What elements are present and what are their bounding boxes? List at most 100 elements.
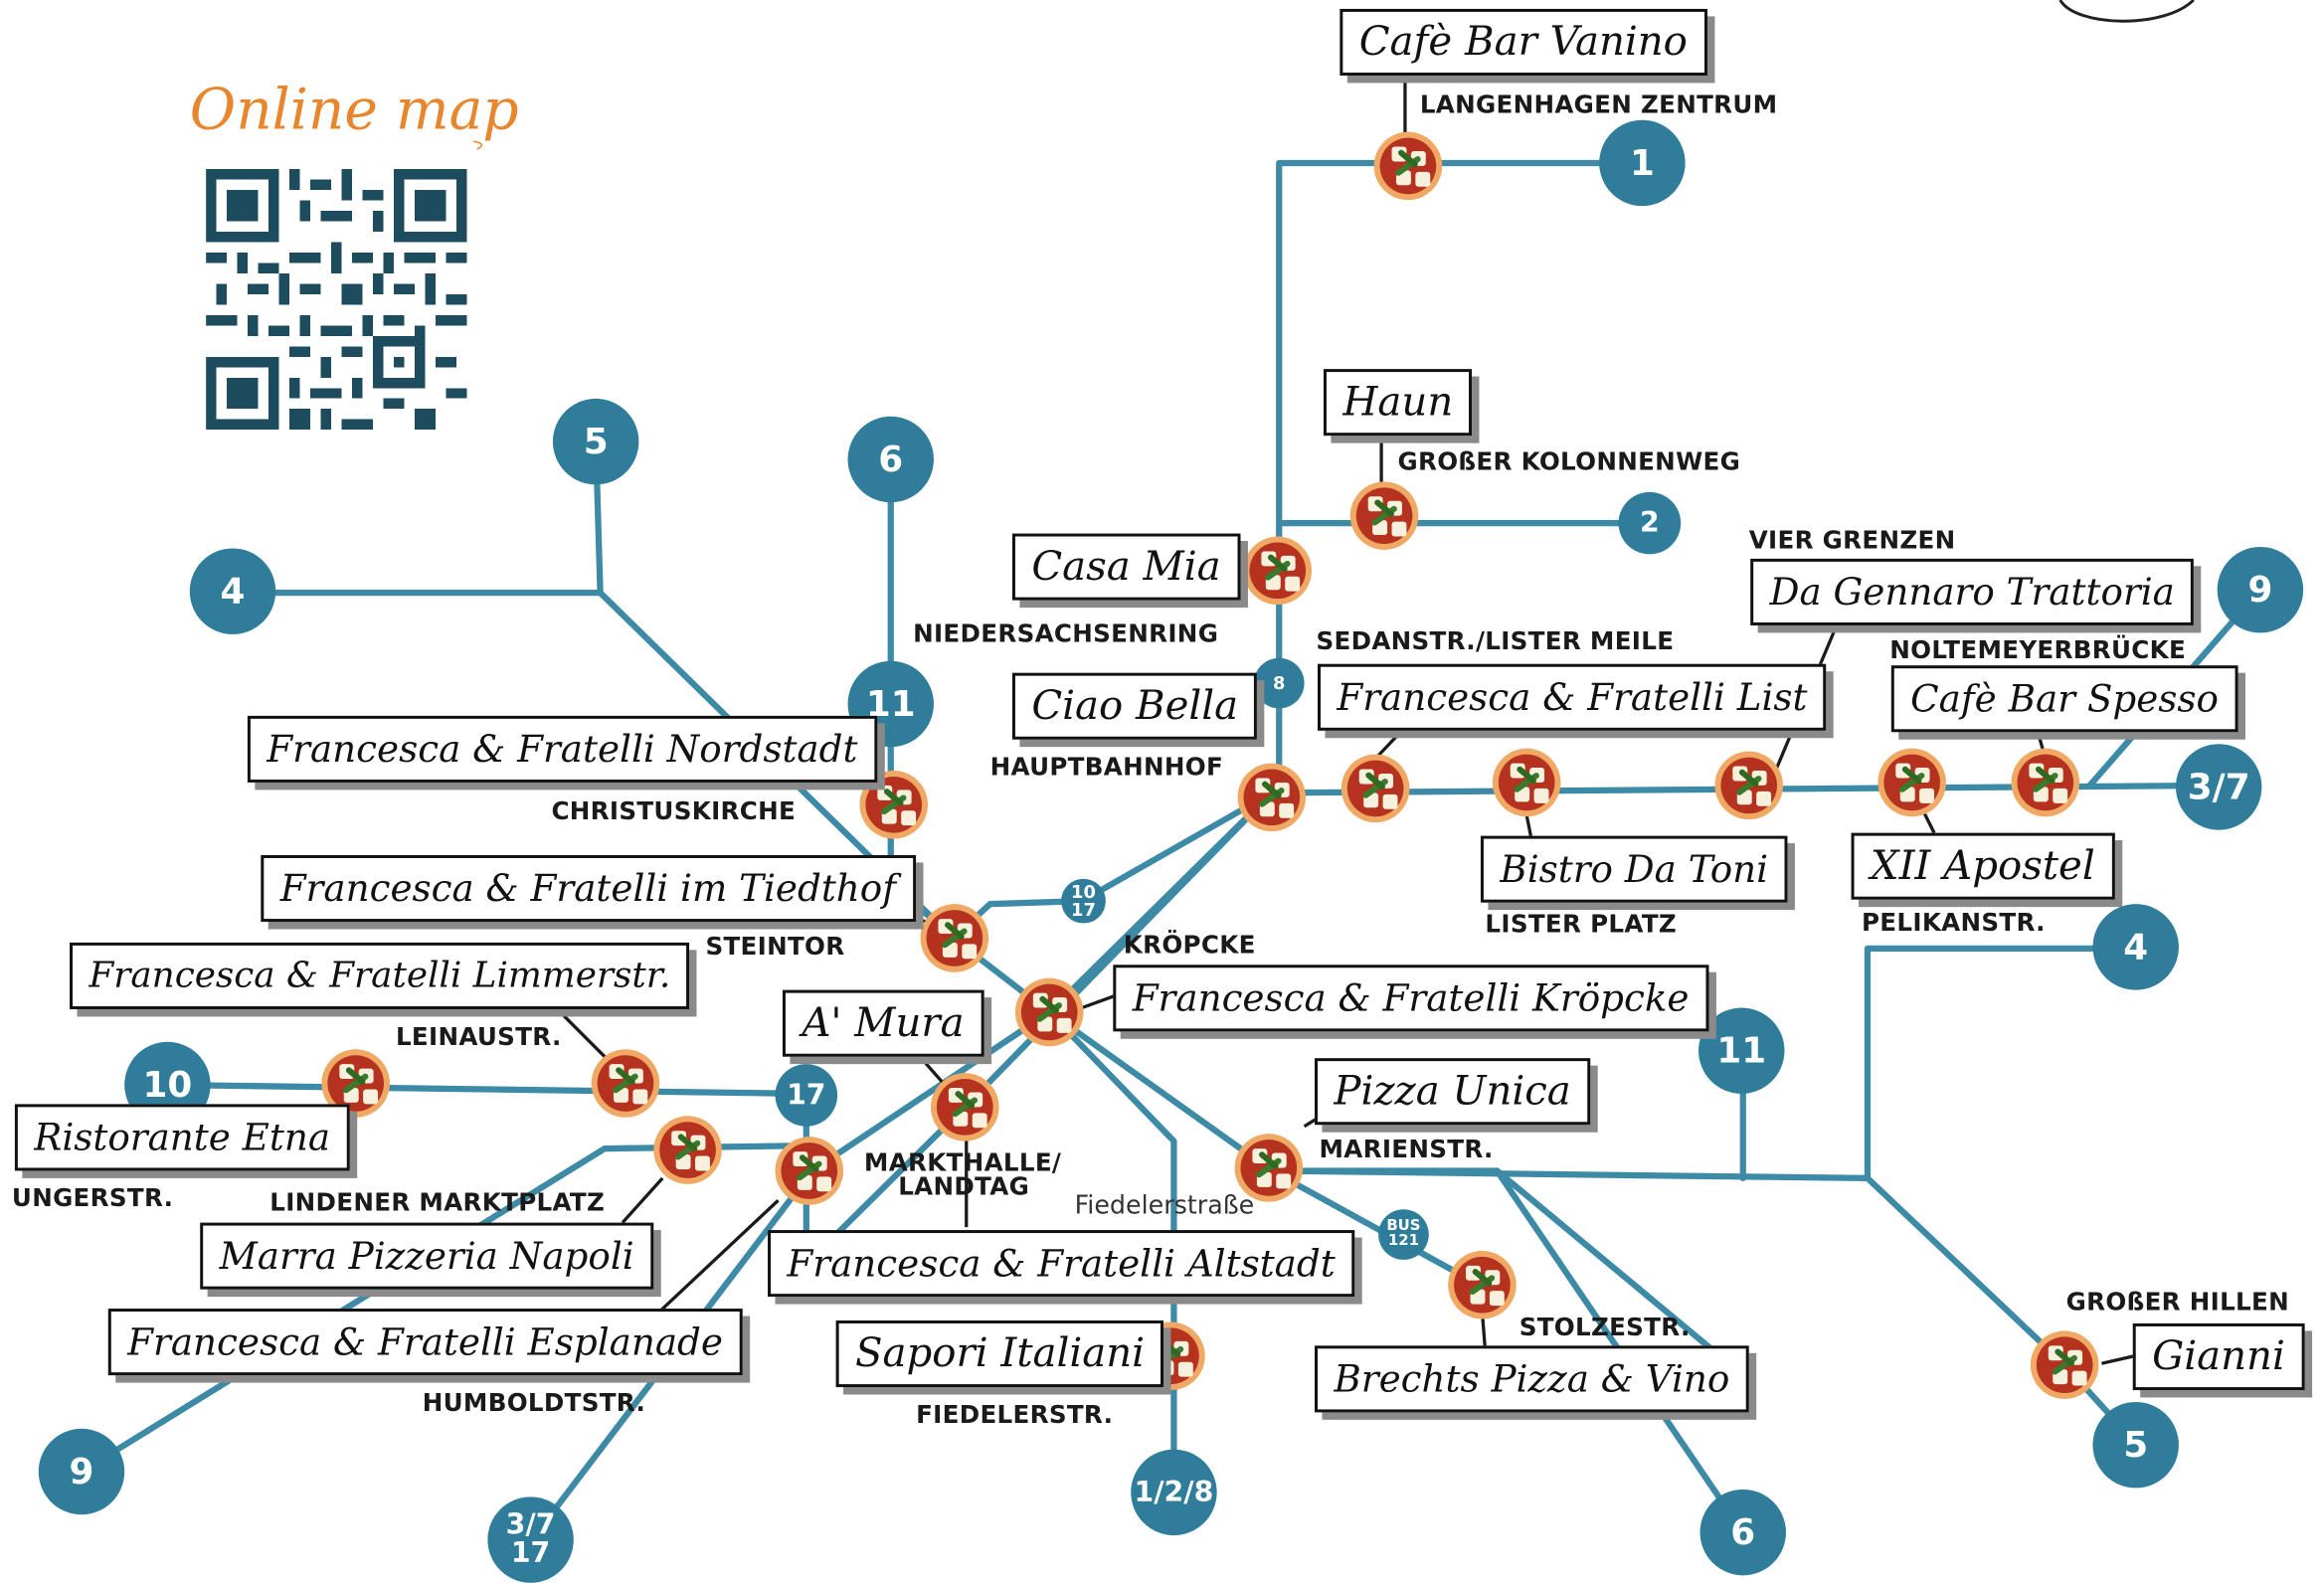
stop-niedersachsenring: NIEDERSACHSENRING (913, 619, 1219, 648)
logo-edge-decoration (2058, 0, 2195, 23)
pizza-icon[interactable] (1492, 748, 1561, 817)
restaurant-cafe-bar-spesso[interactable]: Cafè Bar Spesso (1890, 665, 2238, 733)
line-badge-4-se[interactable]: 4 (2092, 904, 2179, 990)
bus-label: BUS (1386, 1218, 1421, 1235)
line-badge-1[interactable]: 1 (1599, 119, 1686, 207)
stop-grosser-hillen: GROßER HILLEN (2065, 1288, 2290, 1317)
pizza-icon[interactable] (1373, 131, 1443, 201)
pizza-icon[interactable] (930, 1073, 999, 1142)
restaurant-ristorante-etna[interactable]: Ristorante Etna (14, 1104, 350, 1171)
restaurant-da-gennaro-trattoria[interactable]: Da Gennaro Trattoria (1750, 558, 2195, 625)
restaurant-pizza-unica[interactable]: Pizza Unica (1315, 1058, 1591, 1126)
restaurant-ciao-bella[interactable]: Ciao Bella (1011, 672, 1258, 740)
stop-landtag: LANDTAG (898, 1171, 1030, 1201)
line-badge-9-sw[interactable]: 9 (38, 1428, 125, 1515)
pizza-icon[interactable] (1234, 1134, 1304, 1202)
line-bus-121 (1268, 1167, 1486, 1290)
stop-grosser-kolonnenweg: GROßER KOLONNENWEG (1397, 447, 1741, 476)
pizza-icon[interactable] (775, 1137, 844, 1205)
line-badge-3-7-17[interactable]: 3/7 17 (487, 1496, 574, 1583)
pizza-icon[interactable] (1341, 754, 1410, 823)
stop-ungerstr: UNGERSTR. (11, 1183, 174, 1213)
stop-kroepcke: KRÖPCKE (1123, 930, 1256, 960)
line-5-nw (593, 439, 957, 942)
pizza-icon[interactable] (653, 1116, 722, 1184)
restaurant-francesca-fratelli-im-tiedthof[interactable]: Francesca & Fratelli im Tiedthof (261, 854, 916, 923)
line-badge-6-north[interactable]: 6 (847, 416, 934, 503)
pizza-icon[interactable] (1448, 1250, 1517, 1319)
pizza-icon[interactable] (1243, 536, 1313, 606)
pizza-icon[interactable] (1877, 748, 1946, 817)
pizza-icon[interactable] (2011, 748, 2080, 817)
stop-steintor: STEINTOR (705, 932, 845, 961)
pizza-icon[interactable] (2030, 1330, 2099, 1399)
line-11-south (1268, 1167, 1872, 1182)
line-badge-2[interactable]: 2 (1618, 491, 1682, 555)
stop-hauptbahnhof: HAUPTBAHNHOF (989, 753, 1224, 782)
line-badge-1-2-8[interactable]: 1/2/8 (1131, 1449, 1217, 1536)
line-badge-10-17-top: 10 (1071, 881, 1096, 903)
line-badge-3-7-17-top: 3/7 (505, 1508, 556, 1542)
stop-lister-platz: LISTER PLATZ (1485, 910, 1678, 939)
line-4-se (1864, 945, 2138, 1182)
online-map-label: Online map (189, 77, 519, 143)
restaurant-casa-mia[interactable]: Casa Mia (1011, 533, 1241, 601)
restaurant-sapori-italiani[interactable]: Sapori Italiani (835, 1319, 1164, 1388)
restaurant-francesca-fratelli-list[interactable]: Francesca & Fratelli List (1317, 663, 1827, 731)
pizza-icon[interactable] (1237, 763, 1307, 832)
restaurant-brechts-pizza-vino[interactable]: Brechts Pizza & Vino (1315, 1345, 1749, 1413)
stop-marienstr: MARIENSTR. (1319, 1135, 1494, 1163)
line-badge-8[interactable]: 8 (1253, 657, 1305, 709)
qr-code-icon[interactable] (206, 168, 467, 431)
restaurant-xii-apostel[interactable]: XII Apostel (1851, 832, 2115, 900)
stop-fiedelerstr: FIEDELERSTR. (916, 1400, 1114, 1429)
restaurant-a-mura[interactable]: A' Mura (782, 989, 983, 1057)
stop-stolzestr: STOLZESTR. (1519, 1313, 1691, 1341)
stop-pelikanstr: PELIKANSTR. (1861, 908, 2046, 937)
bus-number: 121 (1387, 1233, 1419, 1250)
stop-markthalle: MARKTHALLE/ (863, 1148, 1062, 1177)
restaurant-cafe-bar-vanino[interactable]: Cafè Bar Vanino (1340, 8, 1707, 77)
street-fiedelerstrasse: Fiedelerstraße (1074, 1191, 1255, 1222)
stop-christuskirche: CHRISTUSKIRCHE (551, 796, 797, 826)
stop-langenhagen-zentrum: LANGENHAGEN ZENTRUM (1419, 89, 1778, 119)
line-badge-4-nw[interactable]: 4 (189, 548, 276, 634)
line-10-west (164, 1081, 809, 1098)
line-badge-10-17[interactable]: 10 17 (1061, 878, 1106, 924)
arrow-icon (472, 140, 483, 150)
stop-humboldtstr: HUMBOLDTSTR. (422, 1388, 646, 1417)
line-badge-5-nw[interactable]: 5 (552, 398, 639, 485)
restaurant-francesca-fratelli-limmerstr[interactable]: Francesca & Fratelli Limmerstr. (70, 942, 690, 1009)
restaurant-marra-pizzeria-napoli[interactable]: Marra Pizzeria Napoli (200, 1222, 654, 1290)
line-badge-bus-121[interactable]: BUS 121 (1378, 1209, 1429, 1260)
pizza-icon[interactable] (1714, 751, 1783, 820)
stop-noltemeyerbruecke: NOLTEMEYERBRÜCKE (1889, 635, 2187, 664)
stop-lindener-marktplatz: LINDENER MARKTPLATZ (269, 1188, 606, 1217)
restaurant-francesca-fratelli-altstadt[interactable]: Francesca & Fratelli Altstadt (768, 1230, 1355, 1298)
restaurant-francesca-fratelli-nordstadt[interactable]: Francesca & Fratelli Nordstadt (247, 715, 877, 783)
stop-sedanstr-lister-meile: SEDANSTR./LISTER MEILE (1316, 626, 1675, 655)
restaurant-haun[interactable]: Haun (1323, 369, 1473, 437)
line-badge-17[interactable]: 17 (775, 1064, 838, 1127)
line-badge-6-se[interactable]: 6 (1699, 1489, 1786, 1576)
pizza-icon[interactable] (1349, 481, 1419, 550)
stop-leinaustr: LEINAUSTR. (395, 1022, 562, 1051)
pizza-icon[interactable] (321, 1049, 390, 1118)
line-badge-3-7[interactable]: 3/7 (2175, 744, 2262, 830)
line-10-17-branch (950, 790, 1275, 942)
pizza-icon[interactable] (591, 1049, 660, 1118)
line-badge-10-17-bottom: 17 (1071, 899, 1096, 921)
pizza-icon[interactable] (920, 904, 989, 972)
restaurant-gianni[interactable]: Gianni (2132, 1322, 2305, 1391)
pizza-icon[interactable] (1014, 977, 1084, 1047)
line-badge-3-7-17-bottom: 17 (510, 1536, 551, 1570)
restaurant-bistro-da-toni[interactable]: Bistro Da Toni (1480, 835, 1788, 903)
restaurant-francesca-fratelli-kroepcke[interactable]: Francesca & Fratelli Kröpcke (1113, 965, 1708, 1032)
restaurant-francesca-fratelli-esplanade[interactable]: Francesca & Fratelli Esplanade (107, 1309, 743, 1376)
pizza-icon[interactable] (859, 771, 929, 839)
line-badge-5-se[interactable]: 5 (2092, 1401, 2179, 1489)
line-badge-11-east[interactable]: 11 (1698, 1007, 1785, 1094)
stop-vier-grenzen: VIER GRENZEN (1748, 526, 1956, 555)
line-badge-9-ne[interactable]: 9 (2217, 546, 2304, 633)
